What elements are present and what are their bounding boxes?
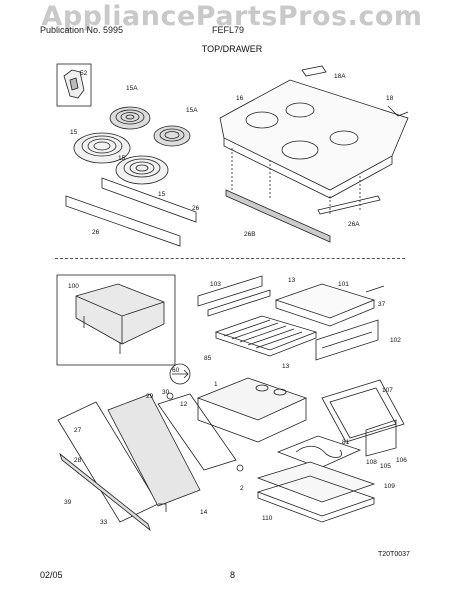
insulation-37 (365, 285, 385, 293)
figure-code: T20T0037 (378, 551, 410, 558)
knob-inset-box (56, 63, 92, 107)
callout-101: 101 (338, 281, 349, 288)
callout-27: 27 (74, 427, 82, 434)
element-bracket-rear (65, 195, 181, 247)
surface-element-large-2 (115, 155, 169, 185)
callout-15-2: 15 (158, 191, 166, 198)
surface-element-large-1 (73, 132, 131, 164)
callout-108: 108 (366, 459, 377, 466)
callout-15a-1: 15A (126, 85, 138, 92)
callout-100: 100 (68, 283, 79, 290)
callout-26a: 26A (348, 221, 360, 228)
surface-element-small-2 (153, 125, 191, 147)
drawer-pan (196, 377, 308, 443)
callout-26-2: 26 (92, 229, 100, 236)
section-title: TOP/DRAWER (201, 44, 263, 54)
callout-12: 12 (180, 401, 188, 408)
element-bracket-front (101, 177, 197, 223)
thermostat-30 (166, 392, 174, 400)
knob-part (63, 69, 85, 99)
callout-107: 107 (382, 387, 393, 394)
section-divider (55, 258, 405, 259)
drawer-front-glass (107, 393, 201, 507)
callout-18: 18 (386, 95, 394, 102)
callout-29-1: 29 (146, 393, 154, 400)
footer-page-number: 8 (230, 570, 236, 580)
callout-18a: 18A (334, 73, 346, 80)
callout-1: 1 (214, 381, 218, 388)
publication-number: Publication No. 5995 (40, 25, 124, 35)
callout-37: 37 (378, 301, 386, 308)
callout-109: 109 (384, 483, 395, 490)
top-hinge-bracket (301, 65, 327, 77)
drawer-seal-14 (158, 503, 167, 512)
main-top-panel (219, 79, 409, 199)
side-rail-102 (315, 319, 379, 361)
callout-60: 60 (172, 367, 180, 374)
callout-15-1: 15 (70, 129, 78, 136)
callout-28: 28 (74, 457, 82, 464)
callout-15a-2: 15A (186, 107, 198, 114)
callout-102: 102 (390, 337, 401, 344)
callout-103: 103 (210, 281, 221, 288)
drawer-inset-box (56, 274, 176, 366)
end-cap-screw (387, 105, 409, 117)
callout-106: 106 (396, 457, 407, 464)
callout-16: 16 (236, 95, 244, 102)
callout-33: 33 (100, 519, 108, 526)
drawer-handle (59, 452, 151, 532)
grommet-2 (236, 464, 244, 472)
callout-26b: 26B (244, 231, 256, 238)
callout-85: 85 (204, 355, 212, 362)
oven-rack (214, 315, 318, 357)
callout-52: 52 (80, 70, 88, 77)
base-pan-109 (256, 461, 376, 503)
callout-105: 105 (380, 463, 391, 470)
oven-top-panel (274, 283, 376, 327)
callout-15-3: 15 (118, 155, 126, 162)
watermark: AppliancePartsPros.com (41, 1, 423, 32)
callout-30: 30 (162, 389, 170, 396)
bake-element-81 (276, 435, 362, 469)
side-panel-103 (197, 275, 271, 317)
front-trim-26b (225, 189, 331, 243)
bottom-panel-110 (256, 475, 376, 523)
model-number: FEFL79 (212, 25, 245, 35)
screw-detail-60 (169, 363, 191, 385)
callout-13-1: 13 (288, 277, 296, 284)
callout-39: 39 (64, 499, 72, 506)
callout-81: 81 (342, 439, 350, 446)
callout-14: 14 (200, 509, 208, 516)
callout-2: 2 (240, 485, 244, 492)
footer-date: 02/05 (40, 570, 63, 580)
surface-element-small-1 (109, 106, 151, 130)
drawer-liner-part (75, 283, 165, 354)
callout-26-1: 26 (192, 205, 200, 212)
element-bracket-106 (365, 419, 397, 457)
rear-trim-26a (317, 195, 381, 215)
drawer-inner-panel (157, 393, 237, 471)
callout-13-2: 13 (282, 363, 290, 370)
callout-110: 110 (262, 515, 273, 522)
